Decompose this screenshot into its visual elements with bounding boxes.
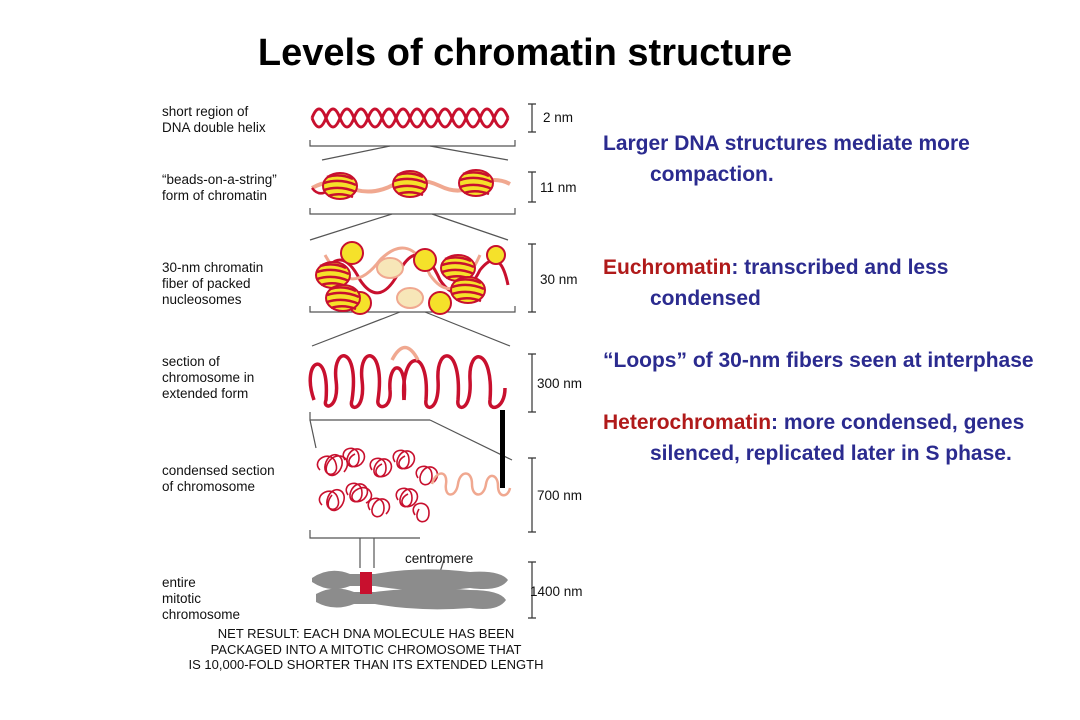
centromere-region xyxy=(360,572,372,594)
beads-on-a-string xyxy=(311,168,511,201)
scale-700nm: 700 nm xyxy=(537,488,583,503)
extended-loops xyxy=(308,345,507,410)
net-result-caption: NET RESULT: EACH DNA MOLECULE HAS BEEN P… xyxy=(188,626,544,672)
label-30nm-fiber: 30-nm chromatin fiber of packed nucleoso… xyxy=(162,260,264,307)
bullet-heterochromatin: Heterochromatin: more condensed, genes s… xyxy=(603,411,1025,465)
bullet-euchromatin: Euchromatin: transcribed and less conden… xyxy=(603,256,949,310)
scale-1400nm: 1400 nm xyxy=(530,584,583,599)
condensed-section xyxy=(316,447,439,523)
dna-double-helix xyxy=(310,107,510,129)
30nm-fiber xyxy=(314,241,510,315)
bullet-list: Larger DNA structures mediate more compa… xyxy=(603,128,1043,469)
extended-tail xyxy=(430,472,512,497)
centromere-label: centromere xyxy=(405,551,474,566)
bullet-compaction: Larger DNA structures mediate more compa… xyxy=(603,132,970,186)
scale-30nm: 30 nm xyxy=(540,272,578,287)
scale-markers xyxy=(528,103,536,619)
label-mitotic-chromosome: entire mitotic chromosome xyxy=(162,575,241,622)
page-title: Levels of chromatin structure xyxy=(257,32,793,74)
scale-bar xyxy=(500,410,505,488)
label-extended-chromosome: section of chromosome in extended form xyxy=(162,354,255,401)
connector-lines xyxy=(309,140,516,585)
scale-11nm: 11 nm xyxy=(540,180,577,195)
scale-2nm: 2 nm xyxy=(543,110,574,125)
label-dna-helix: short region of DNA double helix xyxy=(162,104,266,135)
label-beads-on-string: “beads-on-a-string” form of chromatin xyxy=(162,172,277,203)
mitotic-chromosome xyxy=(312,569,508,610)
label-condensed-section: condensed section of chromosome xyxy=(162,463,275,494)
bullet-loops: “Loops” of 30-nm fibers seen at interpha… xyxy=(603,349,1034,372)
scale-300nm: 300 nm xyxy=(537,376,583,391)
